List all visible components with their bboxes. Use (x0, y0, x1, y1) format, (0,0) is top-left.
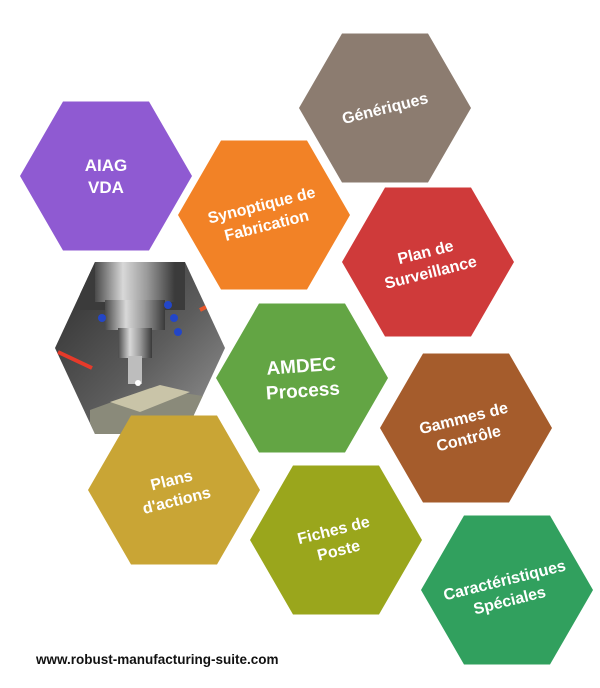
hexagon-aiag-vda: AIAG VDA (20, 101, 192, 251)
hexagon-label: AIAG VDA (85, 156, 128, 197)
hexagon-label-line: AMDEC (266, 354, 337, 380)
hexagon-gammes: Gammes deContrôle (380, 353, 552, 503)
hexagon-shape (421, 515, 593, 665)
website-url[interactable]: www.robust-manufacturing-suite.com (36, 652, 279, 667)
hexagon-fiches-poste: Fiches dePoste (250, 465, 422, 615)
hexagon-shape (178, 140, 350, 290)
hexagon-amdec: AMDECProcess (216, 303, 388, 453)
cnc-machine-photo (55, 262, 225, 434)
hexagon-label-line: VDA (88, 178, 124, 197)
hexagon-shape (20, 101, 192, 251)
hexagon-synoptique: Synoptique deFabrication (178, 140, 350, 290)
hexagon-generiques: Génériques (299, 33, 471, 183)
hexagon-label-line: Process (265, 378, 340, 404)
hexagon-label: AMDECProcess (264, 354, 341, 405)
hexagon-shape (342, 187, 514, 337)
hexagon-shape (250, 465, 422, 615)
hexagon-shape (88, 415, 260, 565)
hexagon-plans-actions: Plansd'actions (88, 415, 260, 565)
hexagon-caracteristiques: CaractéristiquesSpéciales (421, 515, 593, 665)
hexagon-plan-surveillance: Plan deSurveillance (342, 187, 514, 337)
hexagon-shape (380, 353, 552, 503)
hexagon-shape (216, 303, 388, 453)
hexagon-label-line: AIAG (85, 156, 128, 175)
hexagon-shape (299, 33, 471, 183)
